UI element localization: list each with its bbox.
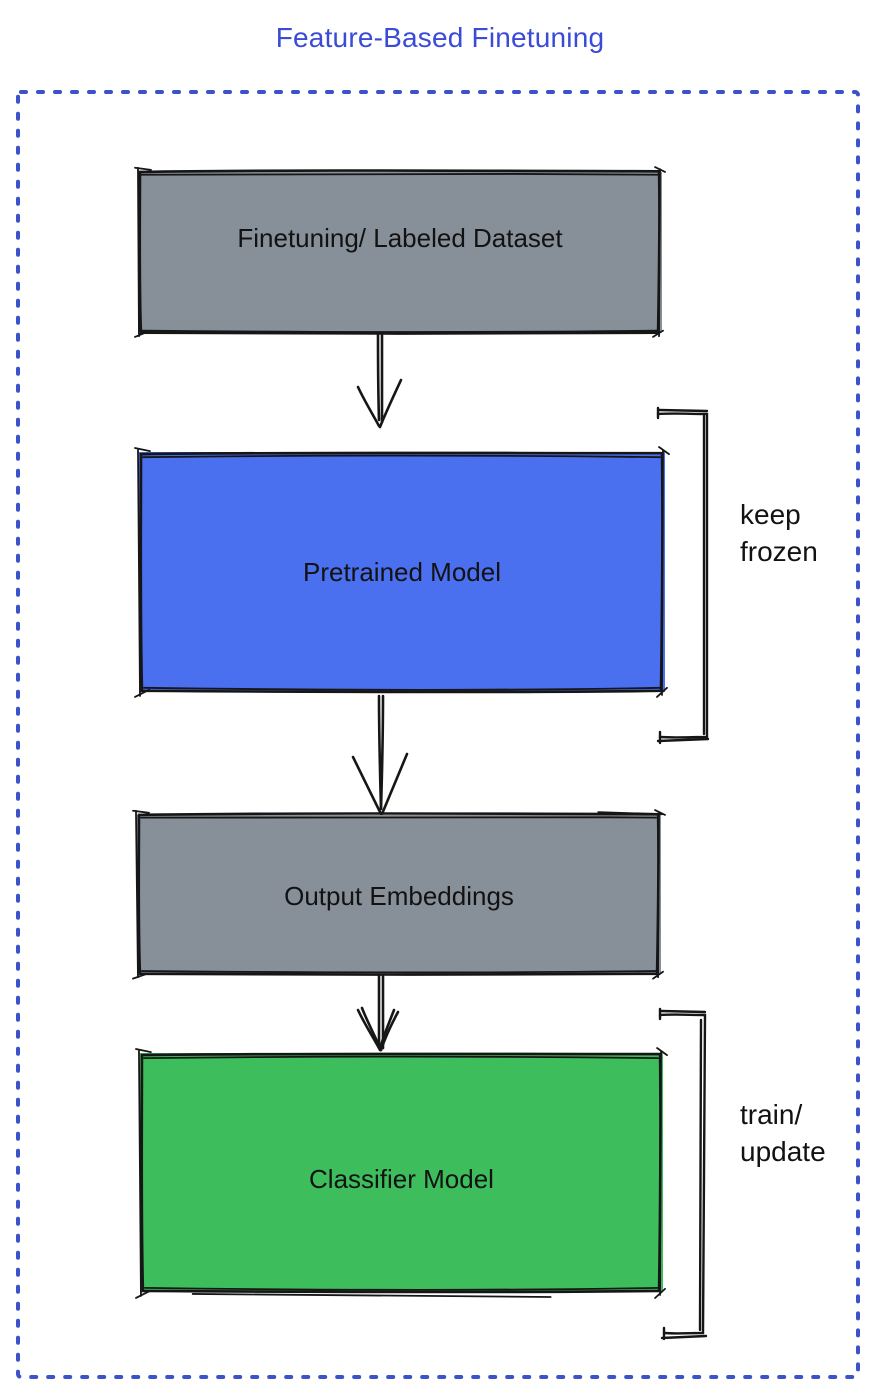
node-label-classifier-model: Classifier Model xyxy=(309,1164,494,1194)
dotted-frame xyxy=(16,90,860,1379)
arrow-down-icon xyxy=(356,974,400,1052)
keep-frozen-line1: keep xyxy=(740,499,801,530)
train-update-bracket xyxy=(658,1007,708,1341)
arrow-down-icon xyxy=(351,694,409,816)
node-output-embeddings: Output Embeddings xyxy=(137,815,661,973)
keep-frozen-label: keep frozen xyxy=(740,496,818,570)
node-finetuning-dataset: Finetuning/ Labeled Dataset xyxy=(138,172,662,332)
train-update-label: train/ update xyxy=(740,1096,826,1170)
arrow-down-icon xyxy=(356,331,403,429)
node-label-output-embeddings: Output Embeddings xyxy=(284,880,514,911)
train-update-line2: update xyxy=(740,1136,826,1167)
keep-frozen-line2: frozen xyxy=(740,536,818,567)
keep-frozen-bracket xyxy=(656,406,710,745)
page-title: Feature-Based Finetuning xyxy=(275,22,605,53)
node-classifier-model: Classifier Model xyxy=(140,1053,663,1292)
train-update-line1: train/ xyxy=(740,1099,803,1130)
node-label-pretrained-model: Pretrained Model xyxy=(303,556,501,587)
node-label-finetuning-dataset: Finetuning/ Labeled Dataset xyxy=(237,222,563,253)
node-pretrained-model: Pretrained Model xyxy=(139,452,665,692)
